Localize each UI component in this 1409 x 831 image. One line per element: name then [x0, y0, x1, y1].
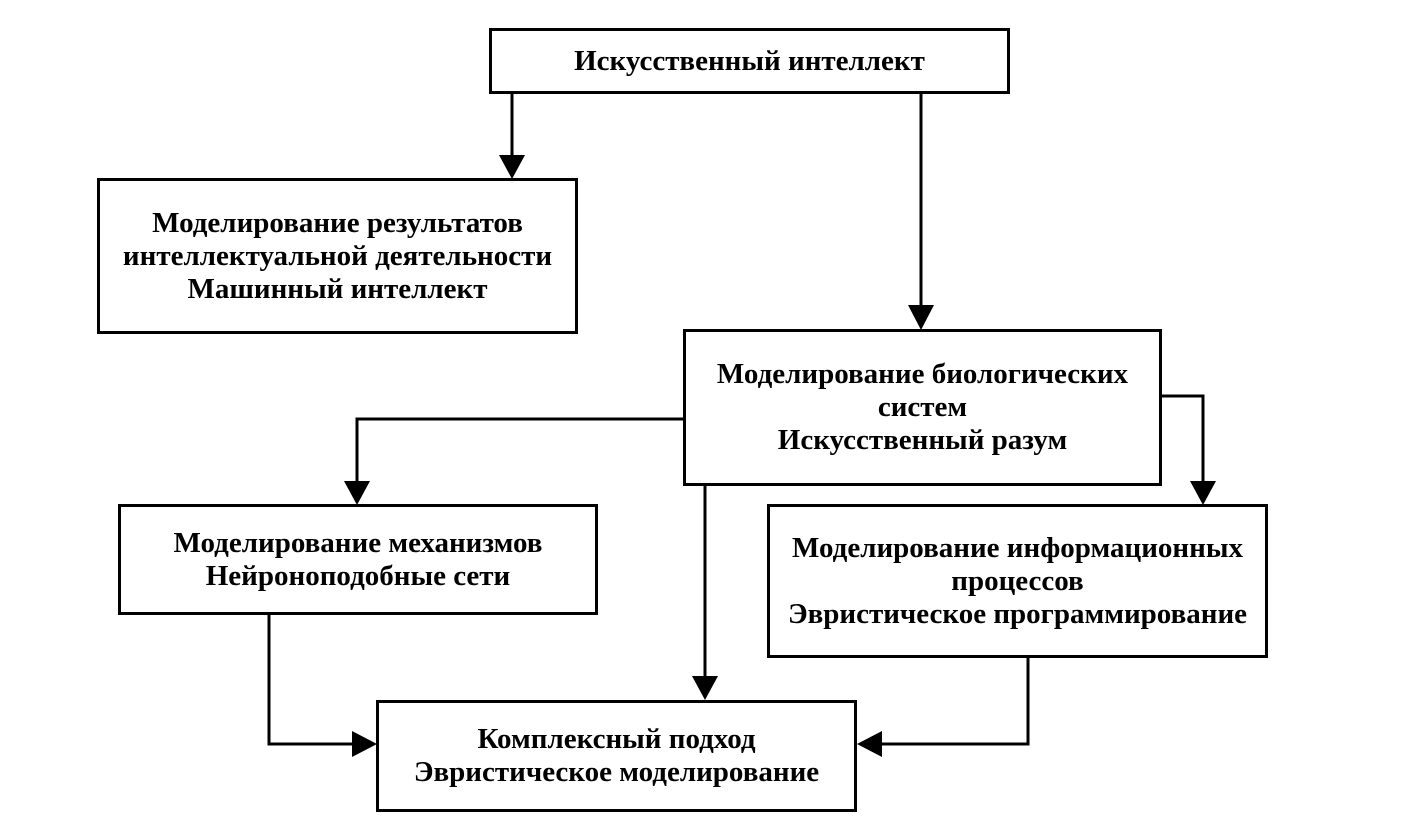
arrowhead-ai-results: [499, 155, 525, 179]
edge-info-complex: [879, 658, 1030, 746]
node-label-line: Эвристическое моделирование: [413, 756, 820, 788]
node-label-line: Моделирование результатов: [152, 206, 523, 239]
node-modeling-results: Моделирование результатов интеллектуальн…: [97, 178, 578, 334]
node-label-line: Моделирование информационных: [792, 531, 1243, 564]
node-label-line: Эвристическое программирование: [787, 597, 1248, 630]
node-label-line: Машинный интеллект: [187, 272, 488, 305]
node-label-line: Моделирование механизмов: [173, 526, 543, 559]
node-label-line: Комплексный подход: [477, 723, 756, 755]
arrowhead-bio-mech: [344, 481, 370, 505]
arrowhead-bio-complex: [692, 676, 718, 700]
node-modeling-mechanisms: Моделирование механизмов Нейроноподобные…: [118, 504, 598, 615]
node-modeling-information-processes: Моделирование информационных процессов Э…: [767, 504, 1268, 658]
node-label-line: Моделирование биологических: [716, 358, 1129, 390]
node-complex-approach: Комплексный подход Эвристическое моделир…: [376, 700, 857, 812]
node-label-line: процессов: [951, 564, 1084, 597]
node-artificial-intelligence: Искусственный интеллект: [489, 28, 1010, 94]
edge-bio-info: [1162, 394, 1205, 484]
edge-mech-complex: [267, 615, 355, 746]
node-label-line: Нейроноподобные сети: [205, 559, 511, 592]
node-label-line: Искусственный разум: [777, 424, 1068, 456]
arrowhead-info-complex: [857, 731, 882, 757]
arrowhead-ai-bio: [908, 305, 934, 330]
arrowhead-mech-complex: [352, 731, 377, 757]
node-modeling-biological-systems: Моделирование биологических систем Искус…: [683, 329, 1162, 486]
node-label-line: интеллектуальной деятельности: [122, 239, 553, 272]
node-label-line: систем: [877, 391, 968, 423]
arrowhead-bio-info: [1190, 481, 1216, 505]
node-label-line: Искусственный интеллект: [574, 44, 925, 77]
edge-bio-mech: [355, 417, 683, 484]
